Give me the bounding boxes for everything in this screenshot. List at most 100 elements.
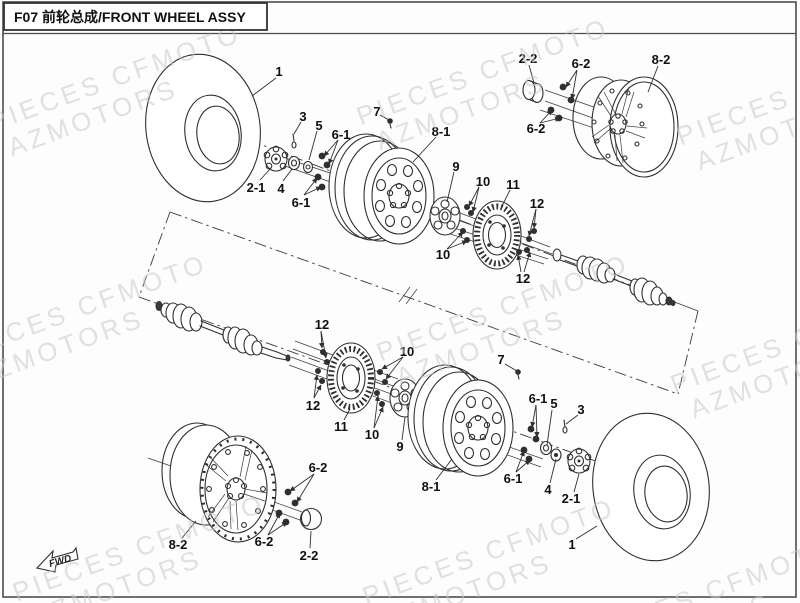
part-callout: 2-2: [519, 51, 538, 66]
leader-line: [515, 450, 525, 473]
leader-line: [289, 473, 315, 492]
tire-bottom-right: [592, 412, 710, 562]
part-callout: 10: [476, 174, 490, 189]
part-callout: 8-2: [169, 537, 188, 552]
leader-line: [523, 251, 532, 273]
leader-line: [313, 384, 322, 399]
part-callout: 6-1: [504, 471, 523, 486]
wheel-hub-9-top: [429, 196, 461, 236]
part-callout: 2-1: [247, 180, 266, 195]
drive-axle-bottom: [155, 301, 291, 362]
steel-rim-8-1-top: [328, 133, 435, 245]
part-callout: 11: [506, 177, 520, 192]
leader-line: [549, 458, 557, 484]
part-callout: 1: [275, 64, 282, 79]
alloy-rim-8-2-top: [572, 76, 679, 178]
cap-2-2-top: [522, 79, 544, 104]
drive-axle-top: [552, 248, 676, 306]
part-callout: 3: [299, 109, 306, 124]
part-callout: 8-2: [652, 52, 671, 67]
leader-line: [293, 121, 302, 135]
leader-line: [539, 109, 553, 124]
leader-line: [323, 139, 339, 157]
leader-line: [501, 189, 511, 207]
leader-line: [573, 473, 580, 493]
leader-line: [303, 177, 318, 196]
part-callout: 10: [400, 344, 414, 359]
leader-line: [313, 374, 320, 399]
part-callout: 12: [530, 196, 544, 211]
steel-rim-8-1-bottom: [407, 364, 514, 477]
page-title: F07 前轮总成/FRONT WHEEL ASSY: [14, 9, 246, 25]
cap-2-2-bottom: [299, 507, 323, 531]
part-callout: 1: [568, 537, 575, 552]
valve-3-top: [291, 133, 297, 149]
part-callout: 4: [544, 482, 552, 497]
leader-line: [381, 356, 404, 370]
part-callout: 6-2: [572, 56, 591, 71]
leader-line: [570, 69, 578, 100]
washer-5-bottom: [539, 440, 553, 456]
leader-line: [575, 525, 598, 540]
leader-line: [259, 167, 272, 181]
leader-line: [565, 414, 579, 425]
leader-line: [303, 186, 322, 196]
leader-line: [296, 473, 315, 503]
part-callout: 7: [497, 352, 504, 367]
leader-line: [385, 356, 404, 380]
valve-3-bottom: [562, 419, 568, 434]
leader-line: [267, 512, 281, 536]
part-callout: 6-2: [255, 534, 274, 549]
part-callout: 6-2: [309, 460, 328, 475]
leader-line: [565, 69, 578, 88]
part-callout: 6-1: [292, 195, 311, 210]
hub-cap-2-1-bottom: [566, 447, 592, 474]
leader-line: [534, 404, 540, 438]
leader-line: [515, 459, 531, 473]
tire-top-left: [145, 53, 261, 203]
part-callout: 6-1: [332, 127, 351, 142]
leader-line: [373, 395, 381, 429]
part-callout: 9: [452, 159, 459, 174]
washer-4-top: [287, 155, 301, 171]
leader-line: [412, 136, 437, 163]
part-callout: 3: [577, 402, 584, 417]
part-callout: 12: [315, 317, 329, 332]
part-callout: 9: [396, 439, 403, 454]
title-box: F07 前轮总成/FRONT WHEEL ASSY: [3, 2, 268, 31]
part-callout: 5: [315, 118, 322, 133]
leader-line: [308, 130, 318, 161]
part-callout: 10: [436, 247, 450, 262]
leader-line: [446, 240, 468, 250]
leader-line: [379, 114, 390, 121]
washer-4-bottom: [550, 448, 562, 462]
brake-disc-11-top: [472, 200, 522, 270]
leader-line: [528, 64, 535, 84]
leader-line: [309, 530, 312, 549]
leader-line: [531, 208, 538, 229]
leader-line: [282, 168, 293, 182]
leader-line: [328, 139, 339, 165]
leader-line: [401, 416, 406, 441]
leader-line: [446, 171, 455, 203]
part-callout: 4: [277, 181, 285, 196]
leader-line: [181, 520, 197, 539]
part-callout: 12: [516, 271, 530, 286]
leader-line: [527, 208, 537, 237]
brake-disc-11-bottom: [326, 342, 376, 414]
leader-line: [435, 458, 453, 481]
part-callout: 2-2: [300, 548, 319, 563]
hub-cap-2-1-top: [263, 145, 289, 172]
leader-line: [373, 406, 384, 429]
alloy-rim-8-2-bottom: [161, 422, 277, 543]
bolts-10-bottom: [374, 369, 388, 407]
leader-line: [267, 521, 288, 536]
leader-line: [647, 65, 659, 93]
part-callout: 2-1: [562, 491, 581, 506]
leader-line: [446, 231, 464, 250]
leader-line: [546, 409, 553, 446]
leader-line: [530, 404, 537, 428]
